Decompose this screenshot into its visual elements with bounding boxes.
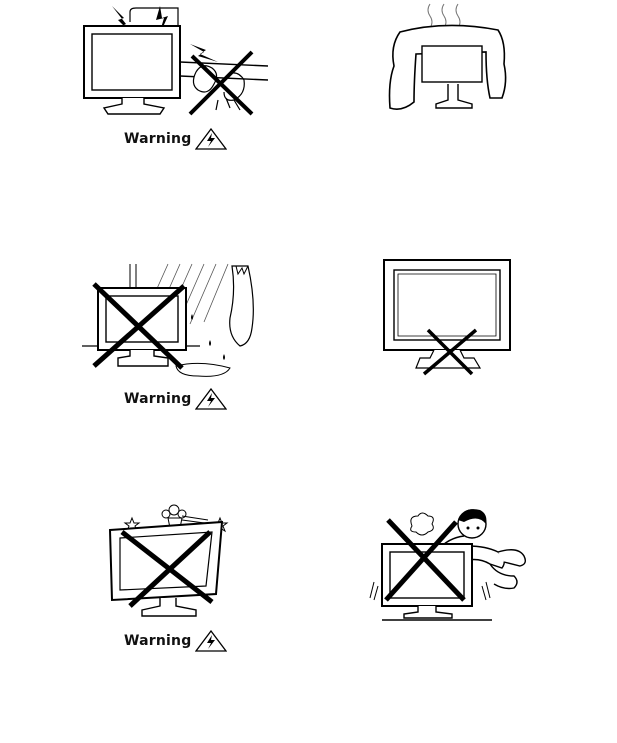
panel-stand-hazard [380,258,515,378]
lightning-icon [112,6,130,32]
tv-electric-hazard-illustration [83,6,268,116]
panel-covered-tv [386,2,516,117]
tv-child-climbing-illustration [369,509,527,621]
warning-label-3: Warning [124,630,228,652]
warning-label-2: Warning [124,388,228,410]
warning-text: Warning [124,633,192,649]
tv-moisture-hazard-illustration [82,263,254,377]
warning-text: Warning [124,131,192,147]
lightning-icon [156,6,168,38]
warning-text: Warning [124,391,192,407]
warning-label-1: Warning [124,128,228,150]
panel-electric-hazard [78,4,268,134]
tv-unstable-stand-illustration [383,259,511,376]
high-voltage-warning-icon [195,128,228,150]
panel-object-on-top-hazard [104,502,234,624]
panel-moisture-hazard [80,262,260,382]
tv-covered-cloth-illustration [388,3,507,110]
high-voltage-warning-icon [195,388,228,410]
panel-child-climbing-hazard [368,502,538,627]
tv-object-on-top-illustration [108,504,229,617]
high-voltage-warning-icon [195,630,228,652]
